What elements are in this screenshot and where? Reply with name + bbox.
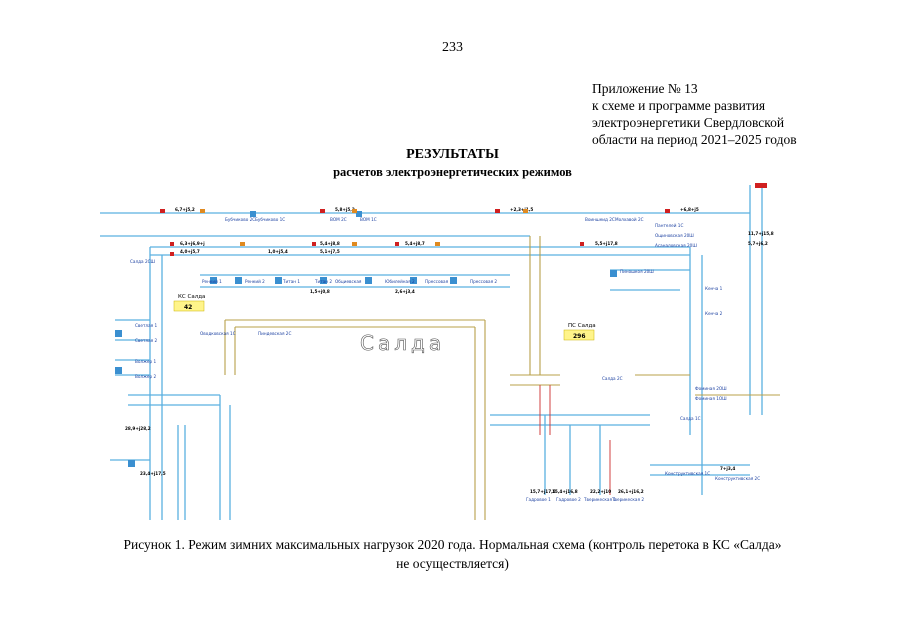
flow-value: 5,5+j17,8 xyxy=(595,241,618,246)
flow-value: 1,5+j0,8 xyxy=(310,289,330,294)
substation-label: Волжер 1 xyxy=(135,359,156,364)
substation-label: Ренкий 1 xyxy=(202,279,222,284)
substation-label: ВОМ 1С xyxy=(360,217,377,222)
flow-value: 2,6+j3,4 xyxy=(395,289,415,294)
appendix-line: области на период 2021–2025 годов xyxy=(592,132,797,147)
ps-salda-label: ПС Салда xyxy=(568,323,596,329)
substation-label: Титан 2 xyxy=(314,279,332,284)
substation-labels: Бубчиково 2С Бубчиково 1С ВОМ 2С ВОМ 1С … xyxy=(130,217,760,502)
figure-caption: Рисунок 1. Режим зимних максимальных наг… xyxy=(60,535,845,573)
substation-label: Фоминая 2ОШ xyxy=(695,386,727,391)
substation-label: Воиншеид 2С xyxy=(585,217,615,222)
substation-label: Молхавой 2С xyxy=(615,217,644,222)
caption-line: Рисунок 1. Режим зимних максимальных наг… xyxy=(123,537,782,552)
area-label: Салда xyxy=(360,331,445,355)
ks-salda-box xyxy=(173,300,205,312)
flow-value: 15,7+j17,5 xyxy=(530,489,556,494)
caption-line: не осуществляется) xyxy=(396,556,509,571)
substation-label: Светлая 1 xyxy=(135,323,158,328)
substation-label: Светлая 2 xyxy=(135,338,158,343)
substation-label: Титан 1 xyxy=(282,279,300,284)
substation-label: ВОМ 2С xyxy=(330,217,347,222)
substation-label: Ощиновская 20Ш xyxy=(655,233,694,238)
substation-label: Пиношкоя 20Ш xyxy=(620,269,654,274)
flow-value: 5,4+j8,7 xyxy=(405,241,425,246)
substation-markers xyxy=(115,211,617,467)
substation-label: Обциевская xyxy=(335,279,362,284)
appendix-line: к схеме и программе развития xyxy=(592,98,766,113)
substation-label: Пантелей 1С xyxy=(655,223,683,228)
flow-value: 15,4+j16,8 xyxy=(552,489,578,494)
flow-value: 6,3+j6,9+j xyxy=(180,241,205,246)
flow-value: 4,0+j5,7 xyxy=(180,249,200,254)
page-number: 233 xyxy=(442,40,463,55)
flow-value: 7+j3,4 xyxy=(720,466,735,471)
ks-salda-value: 42 xyxy=(184,304,192,311)
flow-value: 23,4+j17,5 xyxy=(140,471,166,476)
substation-label: Оводковская 1С xyxy=(200,331,236,336)
flow-value: 11,7+j15,8 xyxy=(748,231,774,236)
substation-label: Конструктивская 1С xyxy=(665,471,710,476)
ks-salda-label: КС Салда xyxy=(178,294,205,300)
substation-label: Фоминая 1ОШ xyxy=(695,396,727,401)
ps-salda-value: 296 xyxy=(573,333,586,340)
line-flow-values: 6,7+j5,2 5,8+j5,2 +2,3+j1,5 +6,8+j5 5,5+… xyxy=(125,207,774,494)
substation-label: Бубчиково 2С xyxy=(225,217,255,222)
substation-label: Асаналовская 20Ш xyxy=(655,243,697,248)
flow-value: 5,4+j8,8 xyxy=(320,241,340,246)
flow-value: 26,1+j16,2 xyxy=(618,489,644,494)
load-lines xyxy=(539,385,611,495)
appendix-note: Приложение № 13 к схеме и программе разв… xyxy=(592,80,797,148)
flow-value: 22,2+j10 xyxy=(590,489,611,494)
substation-label: Гадровое 2 xyxy=(556,497,581,502)
substation-label: Кенча 2 xyxy=(705,311,723,316)
flow-value: +2,3+j1,5 xyxy=(510,207,533,212)
substation-label: Тверикеская 2 xyxy=(611,497,644,502)
substation-label: Тверикеская 1 xyxy=(583,497,616,502)
flow-value: +6,8+j5 xyxy=(680,207,699,212)
flow-value: 6,7+j5,2 xyxy=(175,207,195,212)
flow-value: 5,7+j6,2 xyxy=(748,241,768,246)
substation-label: Пиндевская 2С xyxy=(258,331,291,336)
ps-salda-box xyxy=(563,329,595,341)
power-grid-diagram: КС Салда 42 ПС Салда 296 Салда Бубчиково… xyxy=(100,183,780,520)
substation-label: Кенча 1 xyxy=(705,286,723,291)
flow-value: 1,0+j5,4 xyxy=(268,249,288,254)
substation-label: Прессовая 2 xyxy=(470,279,497,284)
substation-label: Гадровое 1 xyxy=(526,497,551,502)
appendix-line: электроэнергетики Свердловской xyxy=(592,115,785,130)
aux-lines xyxy=(224,236,780,520)
substation-label: Волжер 2 xyxy=(135,374,156,379)
substation-label: Салда 2С xyxy=(602,376,623,381)
document-subtitle: расчетов электроэнергетических режимов xyxy=(333,165,572,179)
substation-label: Конструктивская 2С xyxy=(715,476,760,481)
substation-label: Прессовая xyxy=(425,279,449,284)
substation-label: Ренкий 2 xyxy=(245,279,265,284)
flow-value: 28,9+j28,2 xyxy=(125,426,151,431)
flow-value: 5,8+j5,2 xyxy=(335,207,355,212)
substation-label: Юбилейная 2 xyxy=(385,279,415,284)
substation-label: Салда 2СШ xyxy=(130,259,156,264)
flow-value: 5,1+j7,5 xyxy=(320,249,340,254)
orange-markers xyxy=(200,209,528,246)
marker-values xyxy=(160,183,767,256)
substation-label: Салда 1С xyxy=(680,416,701,421)
bus-lines xyxy=(100,185,763,520)
document-title: РЕЗУЛЬТАТЫ xyxy=(406,147,499,162)
appendix-line: Приложение № 13 xyxy=(592,81,698,96)
substation-label: Бубчиково 1С xyxy=(255,217,285,222)
